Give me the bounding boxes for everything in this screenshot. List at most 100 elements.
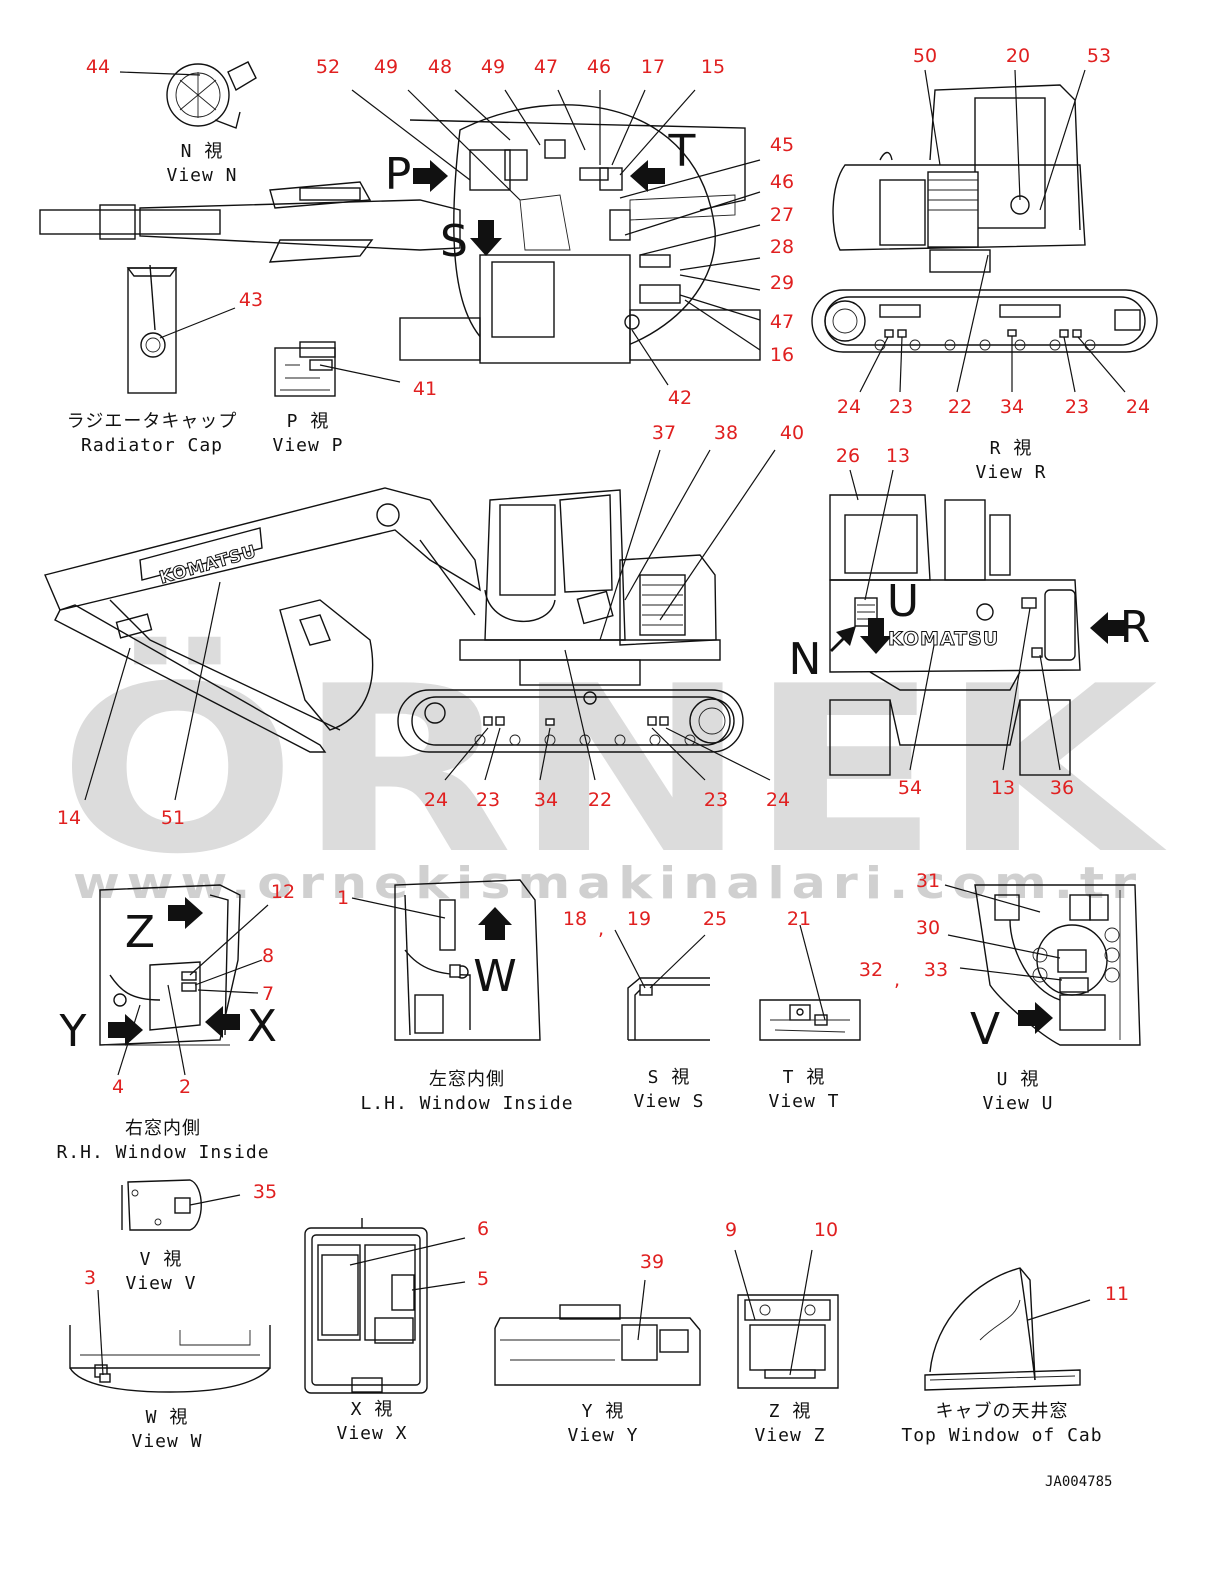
arrow-y [108, 1014, 143, 1046]
view-r-drawing [829, 494, 1081, 776]
callout-45: 45 [769, 134, 795, 156]
view-s-drawing [627, 977, 710, 1041]
callout-6: 6 [476, 1218, 490, 1240]
callout-5: 5 [476, 1268, 490, 1290]
callout-24: 24 [765, 789, 791, 811]
callout-17: 17 [640, 56, 666, 78]
view-v-drawing [121, 1179, 202, 1231]
callout-46: 46 [586, 56, 612, 78]
callout-3: 3 [83, 1267, 97, 1289]
callout-48: 48 [427, 56, 453, 78]
view-letter-z: Z [124, 907, 156, 958]
rh-window-drawing [99, 884, 241, 1046]
arrow-t [630, 160, 665, 192]
callout-9: 9 [724, 1219, 738, 1241]
callout-23: 23 [703, 789, 729, 811]
view-r-leaders [849, 469, 1061, 771]
callout-53: 53 [1086, 45, 1112, 67]
callout-22: 22 [587, 789, 613, 811]
callout-31: 31 [915, 870, 941, 892]
view-letter-p: P [384, 149, 412, 200]
callout-18: 18 [562, 908, 588, 930]
callout-46: 46 [769, 171, 795, 193]
callout-23: 23 [475, 789, 501, 811]
callout-51: 51 [160, 807, 186, 829]
callout-42: 42 [667, 387, 693, 409]
view-letter-y: Y [59, 1006, 87, 1057]
arrow-s [470, 220, 502, 256]
view-p-drawing [274, 341, 336, 397]
view-letter-n: N [788, 634, 822, 685]
view-u-drawing [974, 884, 1141, 1046]
callout-24: 24 [836, 396, 862, 418]
callout-7: 7 [261, 983, 275, 1005]
callout-47: 47 [769, 311, 795, 333]
view-letter-t: T [668, 126, 696, 177]
view-z-drawing [737, 1294, 839, 1389]
top-plan-view [39, 104, 761, 364]
callout-25: 25 [702, 908, 728, 930]
callout-50: 50 [912, 45, 938, 67]
callout-13: 13 [885, 445, 911, 467]
view-y-drawing [494, 1304, 701, 1386]
callout-47: 47 [533, 56, 559, 78]
callout-13: 13 [990, 777, 1016, 799]
callout-20: 20 [1005, 45, 1031, 67]
callout-52: 52 [315, 56, 341, 78]
callout-40: 40 [779, 422, 805, 444]
callout-23: 23 [888, 396, 914, 418]
view-letter-u: U [886, 576, 920, 627]
callout-49: 49 [480, 56, 506, 78]
svg-text:ÖRNEK: ÖRNEK [58, 636, 1167, 905]
callout-2: 2 [178, 1076, 192, 1098]
callout-10: 10 [813, 1219, 839, 1241]
view-x-leaders [349, 1237, 466, 1291]
lh-window-drawing [394, 879, 541, 1041]
callout-44: 44 [85, 56, 111, 78]
arrow-u [860, 618, 892, 654]
callout-15: 15 [700, 56, 726, 78]
view-n-gauge-drawing [166, 61, 257, 129]
main-side-view-drawing [44, 487, 744, 753]
callout-34: 34 [999, 396, 1025, 418]
watermark: ÖRNEK www.ornekismakinalari.com.tr [58, 636, 1167, 909]
callout-14: 14 [56, 807, 82, 829]
svg-text:www.ornekismakinalari.com.tr: www.ornekismakinalari.com.tr [73, 858, 1143, 909]
callout-30: 30 [915, 917, 941, 939]
arrow-p [413, 160, 448, 192]
callout-54: 54 [897, 777, 923, 799]
view-letter-w: W [473, 951, 517, 1002]
top-view-leaders [351, 89, 761, 386]
callout-28: 28 [769, 236, 795, 258]
view-letter-v: V [969, 1004, 1001, 1055]
main-side-view-leaders [84, 449, 776, 801]
arrow-w [478, 907, 512, 940]
arrow-v [1018, 1002, 1053, 1034]
rear-view-drawing [811, 84, 1158, 353]
view-letter-r: R [1119, 602, 1151, 653]
callout-33: 33 [923, 959, 949, 981]
callout-comma: , [597, 918, 605, 940]
callout-49: 49 [373, 56, 399, 78]
callout-16: 16 [769, 344, 795, 366]
radiator-cap-drawing [126, 264, 178, 394]
view-letter-s: S [440, 216, 468, 267]
view-z-leaders [734, 1249, 813, 1376]
view-letter-x: X [246, 1001, 278, 1052]
view-w-drawing [69, 1325, 271, 1393]
callout-39: 39 [639, 1251, 665, 1273]
top-window-drawing [924, 1267, 1081, 1391]
callout-comma: , [893, 969, 901, 991]
callout-12: 12 [270, 881, 296, 903]
